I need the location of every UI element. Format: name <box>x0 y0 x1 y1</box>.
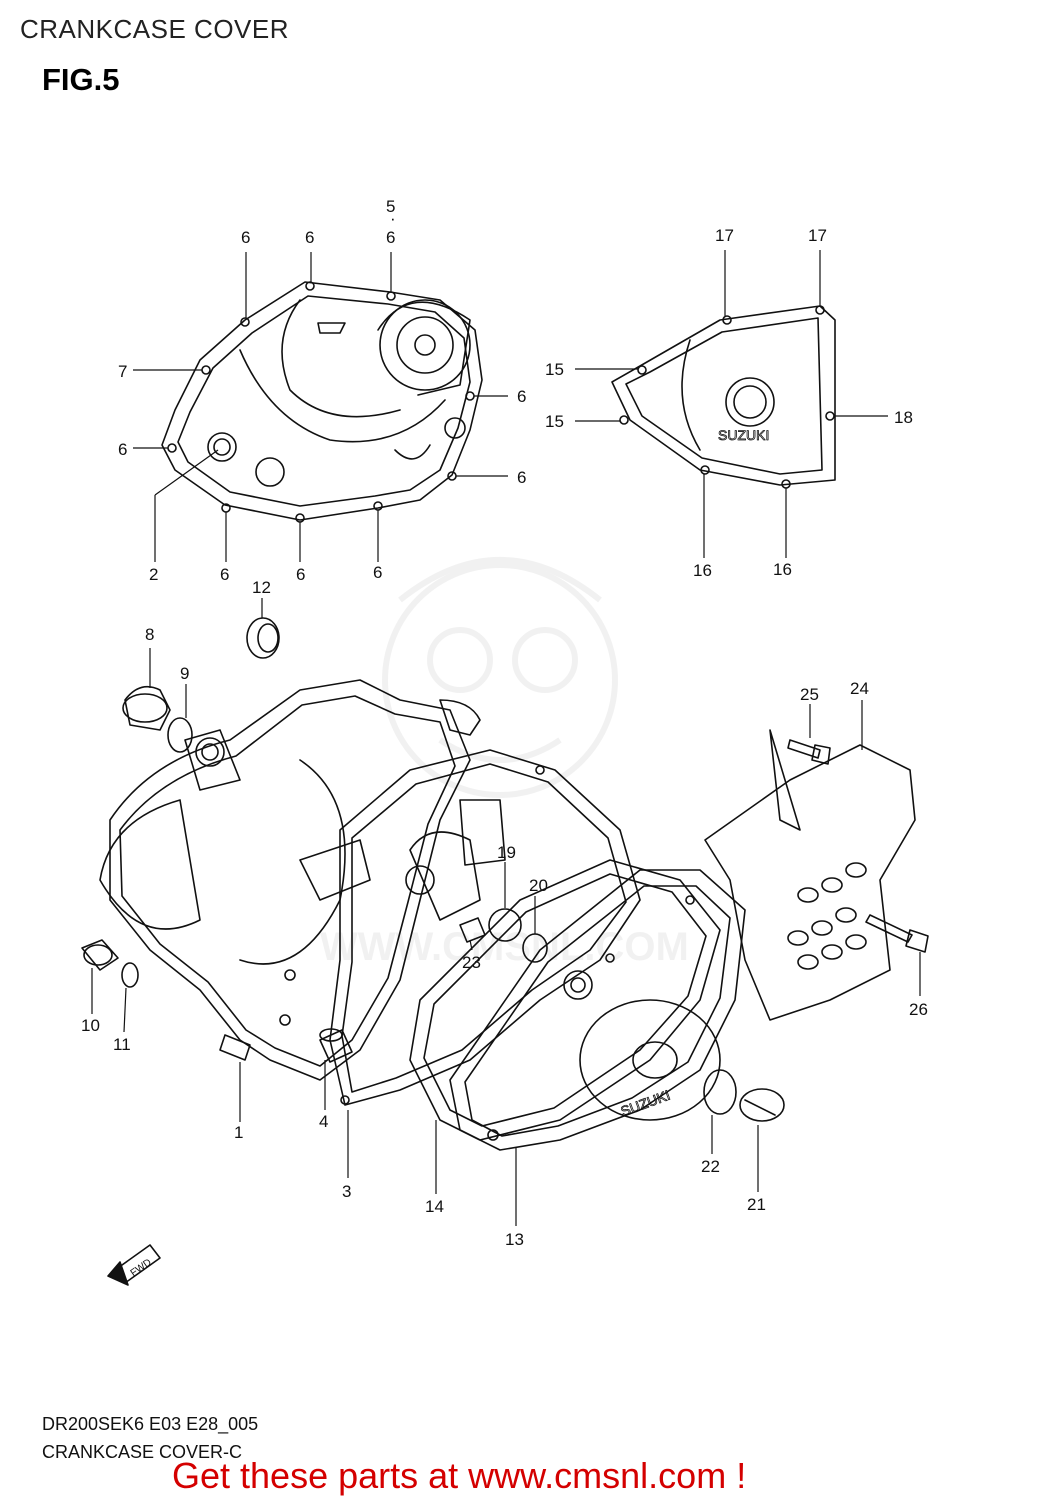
callout-16: 16 <box>693 561 712 580</box>
outer-crankcase-cover: SUZUKI <box>449 869 746 1151</box>
callout-15: 15 <box>545 412 564 431</box>
callout-6: 6 <box>118 440 127 459</box>
callout-18: 18 <box>894 408 913 427</box>
crankcase-cover-main <box>99 679 481 1081</box>
callout-12: 12 <box>252 578 271 597</box>
callout-19: 19 <box>497 843 516 862</box>
callout-6: 6 <box>305 228 314 247</box>
plug-19 <box>488 908 522 942</box>
callout-17: 17 <box>808 226 827 245</box>
o-ring-9 <box>167 717 193 753</box>
oil-seal-12 <box>246 617 280 659</box>
svg-text:·: · <box>390 209 396 228</box>
callout-7: 7 <box>118 362 127 381</box>
callout-24: 24 <box>850 679 869 698</box>
crankcase-gasket <box>329 749 641 1106</box>
sprocket-cover <box>704 729 916 1021</box>
callout-4: 4 <box>319 1112 328 1131</box>
callout-15: 15 <box>545 360 564 379</box>
callout-9: 9 <box>180 664 189 683</box>
callout-10: 10 <box>81 1016 100 1035</box>
callout-11: 11 <box>113 1035 131 1054</box>
outer-cover-gasket <box>409 859 721 1141</box>
clutch-cover-outer <box>161 281 483 521</box>
watermark-logo: WWW.CMSNL.COM <box>320 557 689 969</box>
drain-bolt-10 <box>81 939 119 971</box>
bolt-25 <box>787 739 831 765</box>
callout-21: 21 <box>747 1195 766 1214</box>
callout-6: 6 <box>517 468 526 487</box>
dowel-pin-4 <box>319 1028 353 1063</box>
magneto-cover: SUZUKI <box>611 305 836 489</box>
brand-mark-lower: SUZUKI <box>618 1087 672 1120</box>
fwd-label: FWD <box>129 1257 154 1279</box>
callout-labels: 5 · 6 6 6 7 6 6 6 2 6 6 6 17 17 15 15 18… <box>81 197 928 1249</box>
callout-17: 17 <box>715 226 734 245</box>
callout-14: 14 <box>425 1197 444 1216</box>
forward-direction-arrow <box>107 1244 161 1286</box>
callout-2: 2 <box>149 565 158 584</box>
model-code: DR200SEK6 E03 E28_005 <box>42 1414 259 1434</box>
oil-filler-cap <box>122 685 171 731</box>
callout-16: 16 <box>773 560 792 579</box>
callout-13: 13 <box>505 1230 524 1249</box>
leader-lines <box>91 250 921 1226</box>
callout-6: 6 <box>517 387 526 406</box>
figure-number: FIG.5 <box>42 62 120 97</box>
o-ring-22 <box>703 1069 737 1115</box>
page-header-title: CRANKCASE COVER <box>20 14 289 44</box>
callout-8: 8 <box>145 625 154 644</box>
callout-5: 5 <box>386 197 395 216</box>
watermark-text: WWW.CMSNL.COM <box>320 925 689 969</box>
callout-6: 6 <box>373 563 382 582</box>
inspection-plug-21 <box>739 1088 785 1122</box>
callout-26: 26 <box>909 1000 928 1019</box>
callout-25: 25 <box>800 685 819 704</box>
clutch-cover-bolt-holes <box>167 281 475 523</box>
callout-6: 6 <box>220 565 229 584</box>
callout-6: 6 <box>296 565 305 584</box>
callout-3: 3 <box>342 1182 351 1201</box>
bolt-26 <box>865 914 929 953</box>
callout-22: 22 <box>701 1157 720 1176</box>
promo-link-text[interactable]: Get these parts at www.cmsnl.com ! <box>172 1455 747 1496</box>
callout-6: 6 <box>241 228 250 247</box>
dowel-23 <box>459 917 486 943</box>
diagram-name: CRANKCASE COVER-C <box>42 1442 243 1462</box>
gasket-11 <box>121 962 139 988</box>
callout-20: 20 <box>529 876 548 895</box>
callout-23: 23 <box>462 953 481 972</box>
brand-mark-upper: SUZUKI <box>718 427 769 443</box>
callout-6: 6 <box>386 228 395 247</box>
callout-1: 1 <box>234 1123 243 1142</box>
